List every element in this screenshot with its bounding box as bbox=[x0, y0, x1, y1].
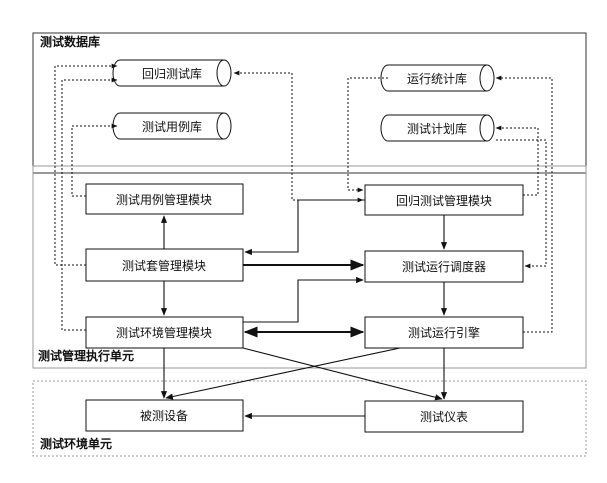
module-usecase-mgmt-label: 测试用例管理模块 bbox=[116, 192, 212, 207]
database-region bbox=[32, 32, 587, 174]
module-env-mgmt: 测试环境管理模块 bbox=[85, 316, 244, 349]
db-plan: 测试计划库 bbox=[380, 114, 495, 142]
db-runstats-label: 运行统计库 bbox=[407, 71, 467, 86]
solid-flows bbox=[160, 199, 448, 420]
env-instrument-label: 测试仪表 bbox=[420, 409, 468, 424]
management-region-label: 测试管理执行单元 bbox=[38, 348, 134, 363]
db-usecase-label: 测试用例库 bbox=[142, 119, 202, 134]
environment-region-label: 测试环境单元 bbox=[40, 436, 112, 451]
dashed-db-links bbox=[54, 63, 553, 333]
module-usecase-mgmt: 测试用例管理模块 bbox=[85, 183, 244, 215]
module-engine-label: 测试运行引擎 bbox=[408, 325, 480, 340]
db-regression-label: 回归测试库 bbox=[142, 66, 202, 81]
module-scheduler-label: 测试运行调度器 bbox=[402, 259, 486, 274]
module-env-mgmt-label: 测试环境管理模块 bbox=[116, 325, 212, 340]
env-instrument: 测试仪表 bbox=[364, 400, 524, 433]
module-regression-mgmt: 回归测试管理模块 bbox=[364, 184, 524, 216]
db-regression: 回归测试库 bbox=[112, 59, 232, 87]
db-runstats: 运行统计库 bbox=[380, 64, 495, 92]
module-engine: 测试运行引擎 bbox=[364, 316, 524, 349]
db-plan-label: 测试计划库 bbox=[407, 121, 467, 136]
db-usecase: 测试用例库 bbox=[112, 112, 232, 140]
module-scheduler: 测试运行调度器 bbox=[364, 250, 524, 283]
module-suite-mgmt-label: 测试套管理模块 bbox=[122, 258, 206, 273]
module-regression-mgmt-label: 回归测试管理模块 bbox=[396, 193, 492, 208]
module-suite-mgmt: 测试套管理模块 bbox=[85, 248, 244, 282]
env-device: 被测设备 bbox=[85, 399, 244, 432]
database-region-label: 测试数据库 bbox=[40, 34, 100, 49]
environment-region bbox=[32, 380, 587, 457]
env-device-label: 被测设备 bbox=[140, 409, 188, 423]
